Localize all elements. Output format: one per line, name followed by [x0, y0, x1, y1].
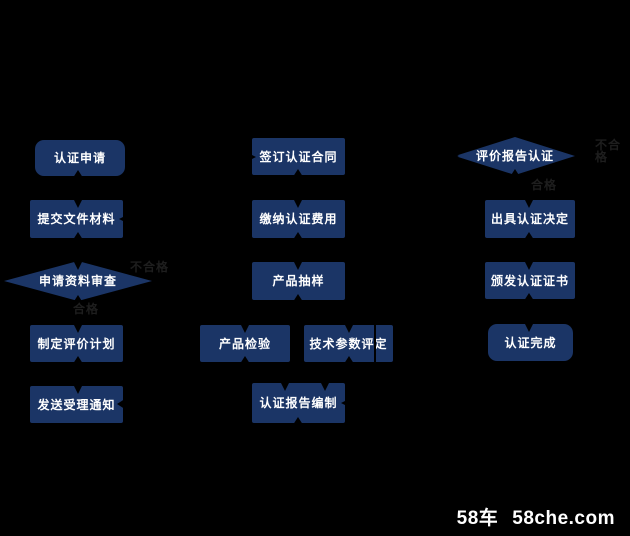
node-notice: 发送受理通知: [30, 386, 123, 423]
node-report: 认证报告编制: [252, 383, 345, 423]
edge-label-report-fail: 不合格: [595, 138, 622, 164]
connector-line: [297, 301, 350, 326]
connector-line: [244, 301, 299, 326]
node-certificate: 颁发认证证书: [485, 262, 575, 299]
node-report-cert: 评价报告认证: [455, 137, 575, 175]
edge-label-review-pass: 合格: [73, 302, 100, 316]
node-plan: 制定评价计划: [30, 325, 123, 362]
node-sampling: 产品抽样: [252, 262, 345, 300]
edge-label-review-fail: 不合格: [130, 260, 170, 274]
node-complete: 认证完成: [488, 324, 573, 361]
node-tech-eval: 技术参数评定: [304, 325, 393, 362]
node-decision: 出具认证决定: [485, 200, 575, 238]
connector-line: [514, 176, 530, 201]
node-fee: 缴纳认证费用: [252, 200, 345, 238]
node-contract: 签订认证合同: [252, 138, 345, 175]
connector-line: [324, 363, 350, 384]
edge-label-report-pass: 合格: [531, 178, 558, 192]
site-url: 58che.com: [512, 508, 615, 529]
connector-line: [244, 363, 286, 384]
node-submit-docs: 提交文件材料: [30, 200, 123, 238]
watermark: 58车 58che.com: [457, 503, 615, 530]
brand-logo: 58车: [456, 508, 499, 529]
node-inspection: 产品检验: [200, 325, 290, 362]
node-apply: 认证申请: [35, 140, 125, 176]
